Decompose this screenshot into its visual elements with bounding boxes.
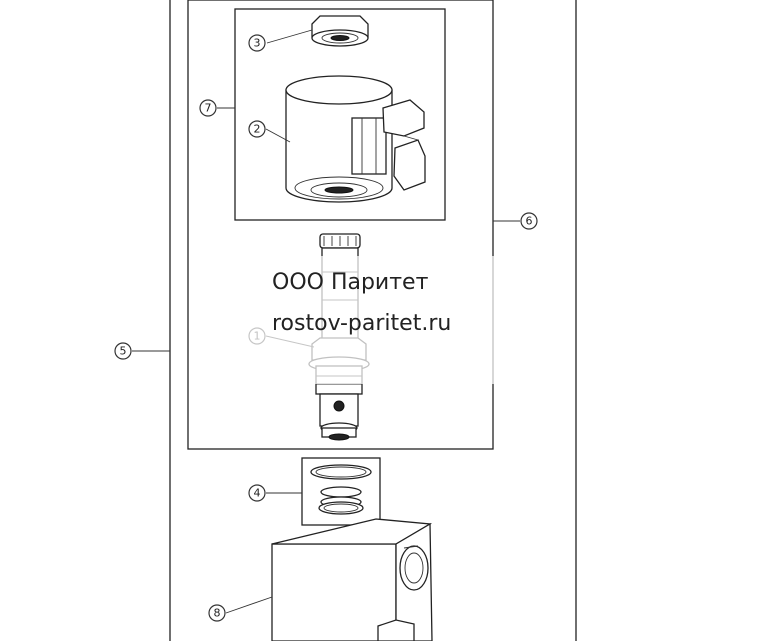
coil-nut: [311, 15, 369, 47]
cartridge-group-frame: [187, 0, 494, 450]
coil-group-frame: [234, 8, 446, 221]
callout-5: 5: [114, 342, 170, 360]
callout-2: 2: [248, 120, 291, 143]
callout-7-label: 7: [205, 102, 212, 115]
seal-kit-frame: [301, 457, 381, 526]
callout-8: 8: [208, 596, 273, 622]
watermark-website: rostov-paritet.ru: [272, 311, 452, 336]
callout-6-label: 6: [526, 215, 533, 228]
callout-4: 4: [248, 484, 302, 502]
callout-4-label: 4: [254, 487, 261, 500]
callout-8-label: 8: [214, 607, 221, 620]
watermark-company: ООО Паритет: [272, 270, 429, 295]
valve-body-block: [271, 518, 433, 641]
watermark-background: [247, 256, 535, 384]
callout-5-label: 5: [120, 345, 127, 358]
callout-3-label: 3: [254, 37, 261, 50]
outer-assembly-frame: [169, 0, 577, 641]
solenoid-coil: [285, 75, 426, 203]
seal-rings: [310, 464, 372, 515]
callout-2-label: 2: [254, 123, 261, 136]
callout-3: 3: [248, 29, 313, 52]
callout-7: 7: [199, 99, 235, 117]
callout-6: 6: [493, 212, 538, 230]
